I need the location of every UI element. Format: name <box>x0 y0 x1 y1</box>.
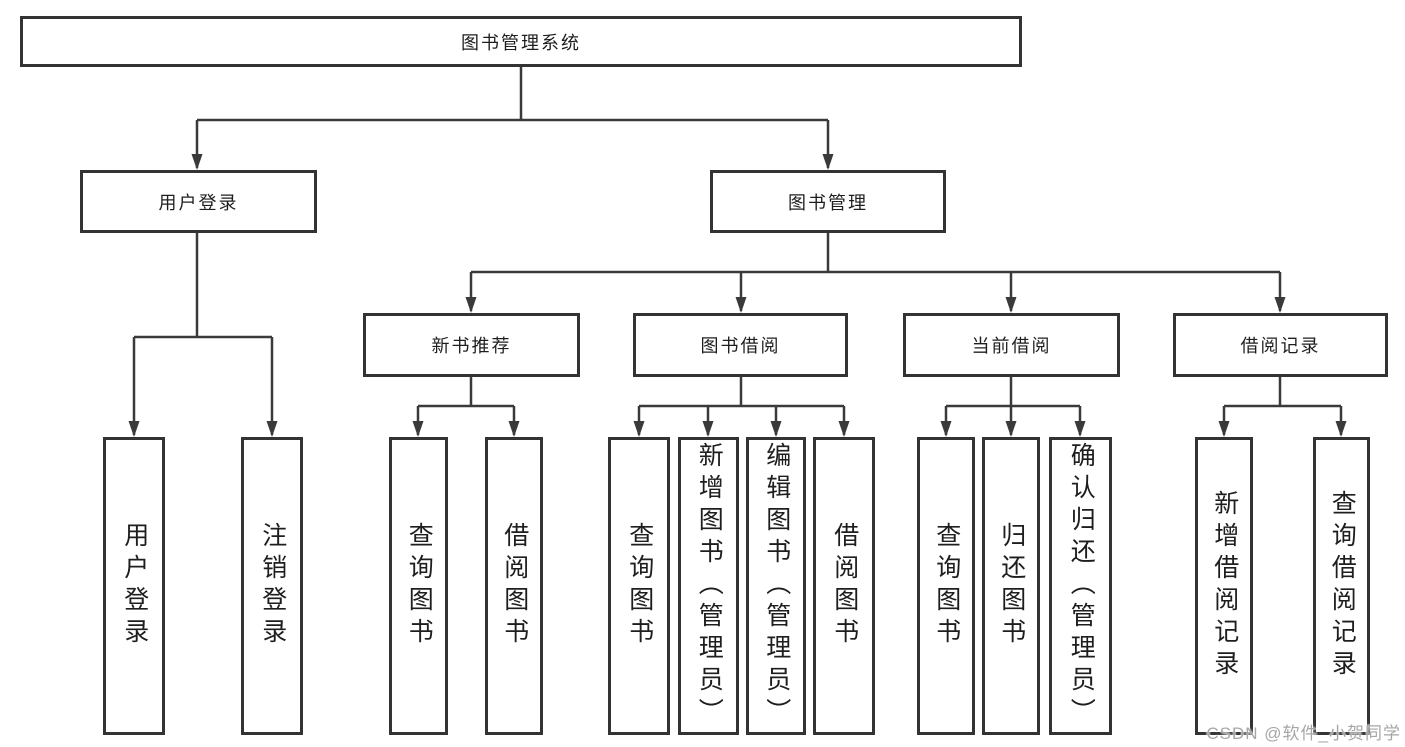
node-user-login: 用户登录 <box>80 170 317 233</box>
leaf-borrow-books-label: 借阅图书 <box>830 522 859 650</box>
leaf-query-books-current: 查询图书 <box>917 437 975 735</box>
arrowheads <box>128 154 1347 437</box>
csdn-watermark: CSDN @软件_小贺同学 <box>1206 724 1401 743</box>
leaf-query-books-recommend: 查询图书 <box>389 437 448 735</box>
node-current-borrowing: 当前借阅 <box>903 313 1120 377</box>
leaf-add-books-admin: 新增图书（管理员） <box>678 437 739 735</box>
leaf-borrow-books-recommend-label: 借阅图书 <box>500 522 529 650</box>
leaf-logout-login: 注销登录 <box>241 437 303 735</box>
leaf-query-books-borrow: 查询图书 <box>608 437 670 735</box>
leaf-logout-login-label: 注销登录 <box>258 522 287 650</box>
leaf-query-borrow-record-label: 查询借阅记录 <box>1328 490 1357 682</box>
leaf-user-login-label: 用户登录 <box>120 522 149 650</box>
leaf-return-books-label: 归还图书 <box>997 522 1026 650</box>
leaf-return-books: 归还图书 <box>982 437 1040 735</box>
node-book-borrowing: 图书借阅 <box>633 313 848 377</box>
leaf-borrow-books: 借阅图书 <box>813 437 875 735</box>
node-book-management: 图书管理 <box>710 170 946 233</box>
leaf-query-books-borrow-label: 查询图书 <box>625 522 654 650</box>
node-new-book-recommendation: 新书推荐 <box>363 313 580 377</box>
leaf-confirm-return-admin-label: 确认归还（管理员） <box>1067 442 1096 730</box>
leaf-query-borrow-record: 查询借阅记录 <box>1313 437 1370 735</box>
leaf-query-books-current-label: 查询图书 <box>932 522 961 650</box>
leaf-confirm-return-admin: 确认归还（管理员） <box>1049 437 1112 735</box>
leaf-user-login: 用户登录 <box>103 437 165 735</box>
leaf-edit-books-admin: 编辑图书（管理员） <box>746 437 806 735</box>
leaf-add-borrow-record: 新增借阅记录 <box>1195 437 1253 735</box>
leaf-query-books-recommend-label: 查询图书 <box>405 522 434 650</box>
node-library-management-system: 图书管理系统 <box>20 16 1022 67</box>
leaf-borrow-books-recommend: 借阅图书 <box>485 437 543 735</box>
leaf-edit-books-admin-label: 编辑图书（管理员） <box>762 442 791 730</box>
leaf-add-books-admin-label: 新增图书（管理员） <box>695 442 724 730</box>
node-borrowing-records: 借阅记录 <box>1173 313 1388 377</box>
leaf-add-borrow-record-label: 新增借阅记录 <box>1210 490 1239 682</box>
